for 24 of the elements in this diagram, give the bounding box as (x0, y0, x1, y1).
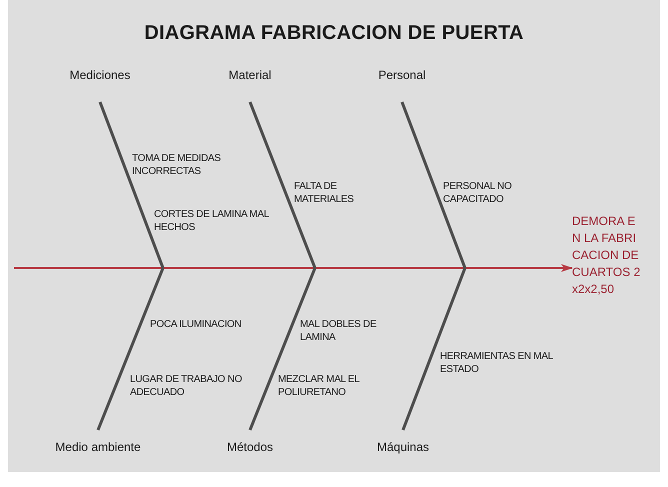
category-label: Mediciones (55, 68, 145, 102)
cause-label: CORTES DE LAMINA MAL HECHOS (154, 208, 270, 234)
cause-label: FALTA DE MATERIALES (294, 180, 355, 206)
category-label: Máquinas (353, 430, 453, 454)
cause-label: MAL DOBLES DE LAMINA (300, 318, 378, 344)
bone-line (96, 267, 164, 431)
spine-arrow (14, 264, 573, 272)
bone-line (400, 101, 466, 269)
effect-label: DEMORA EN LA FABRICACION DE CUARTOS 2x2x2,50 (572, 213, 642, 331)
cause-label: LUGAR DE TRABAJO NO ADECUADO (130, 373, 243, 399)
cause-label: TOMA DE MEDIDAS INCORRECTAS (132, 152, 222, 178)
bone-line (248, 267, 316, 431)
category-label: Personal (357, 68, 447, 102)
cause-label: PERSONAL NO CAPACITADO (443, 180, 513, 206)
cause-label: HERRAMIENTAS EN MAL ESTADO (440, 350, 554, 376)
diagram-title: DIAGRAMA FABRICACION DE PUERTA (143, 22, 525, 45)
cause-label: MEZCLAR MAL EL POLIURETANO (278, 373, 360, 399)
category-label: Medio ambiente (43, 430, 153, 454)
category-label: Métodos (200, 430, 300, 454)
bone-line (98, 101, 164, 269)
category-label: Material (205, 68, 295, 102)
bone-line (248, 101, 316, 269)
bone-line (402, 267, 466, 431)
cause-label: POCA ILUMINACION (150, 318, 242, 331)
